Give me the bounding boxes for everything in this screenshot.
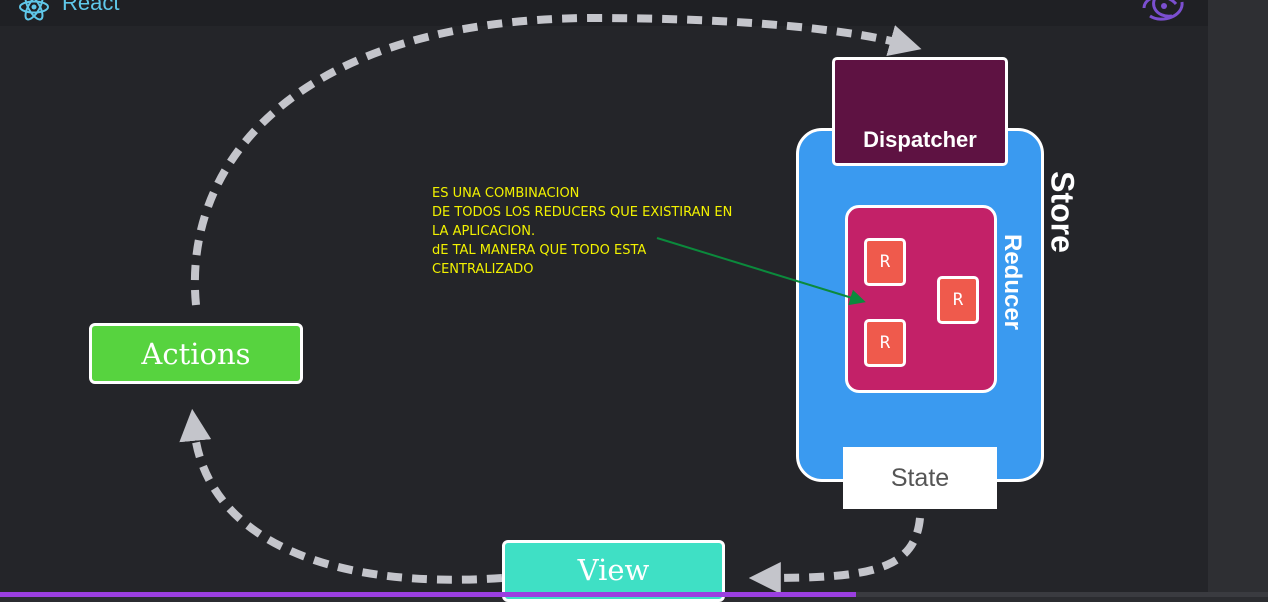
progress-bar-fill <box>0 592 856 597</box>
note-line: LA APLICACION. <box>432 224 536 239</box>
note-line: dE TAL MANERA QUE TODO ESTA <box>432 243 647 258</box>
actions-box: Actions <box>89 323 303 384</box>
note-line: DE TODOS LOS REDUCERS QUE EXISTIRAN EN <box>432 205 733 220</box>
note-line: ES UNA COMBINACION <box>432 186 580 201</box>
progress-bar[interactable] <box>0 592 1268 597</box>
redux-icon <box>1142 0 1184 21</box>
state-box: State <box>843 447 997 509</box>
state-label: State <box>890 463 950 492</box>
slide-header: React <box>0 0 1208 26</box>
view-to-actions-arrow <box>179 408 503 584</box>
react-atom-icon <box>19 0 49 21</box>
annotation-arrow-layer <box>656 237 866 306</box>
header-title: React <box>62 0 120 15</box>
annotation-note: ES UNA COMBINACION DE TODOS LOS REDUCERS… <box>432 184 732 279</box>
dispatcher-label: Dispatcher <box>863 127 977 152</box>
reducer-item: R <box>864 238 906 286</box>
view-label: View <box>577 553 650 587</box>
reducer-item: R <box>937 276 979 324</box>
reducer-item: R <box>864 319 906 367</box>
right-gutter <box>1208 0 1268 597</box>
dispatcher-box: Dispatcher <box>832 57 1008 166</box>
actions-label: Actions <box>141 336 251 371</box>
annotation-arrow <box>656 237 866 306</box>
note-line: CENTRALIZADO <box>432 262 534 277</box>
